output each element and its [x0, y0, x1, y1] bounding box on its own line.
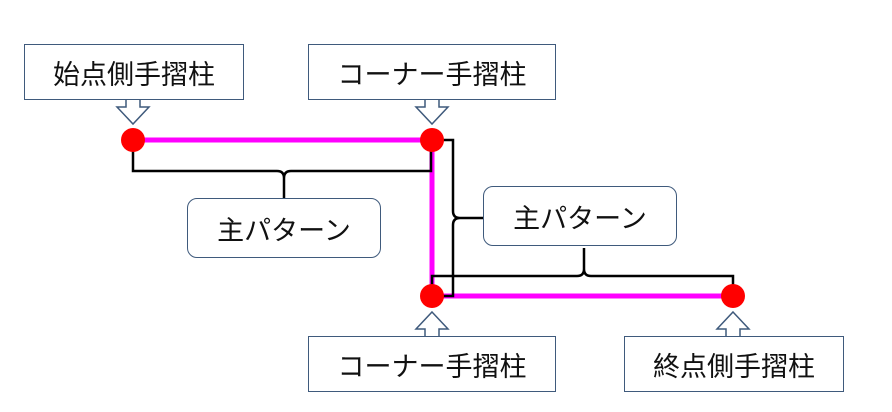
pattern-right-box: 主パターン: [483, 186, 677, 246]
end-post-arrow: [715, 310, 751, 339]
handrail-path: [133, 137, 733, 299]
bottom-brace: [430, 248, 735, 296]
start-post-dot: [121, 128, 145, 152]
pattern-top-box: 主パターン: [187, 198, 381, 258]
corner-bottom-dot: [420, 284, 444, 308]
corner-post-top-label: コーナー手摺柱: [308, 44, 556, 100]
corner-top-arrow: [414, 97, 450, 126]
end-post-label: 終点側手摺柱: [624, 336, 844, 392]
corner-top-dot: [420, 128, 444, 152]
vertical-brace: [432, 138, 484, 298]
corner-post-bottom-label: コーナー手摺柱: [308, 336, 556, 392]
start-post-label: 始点側手摺柱: [24, 44, 244, 100]
top-brace: [131, 148, 433, 198]
start-post-arrow: [115, 97, 151, 126]
corner-bottom-arrow: [414, 310, 450, 339]
end-post-dot: [721, 284, 745, 308]
